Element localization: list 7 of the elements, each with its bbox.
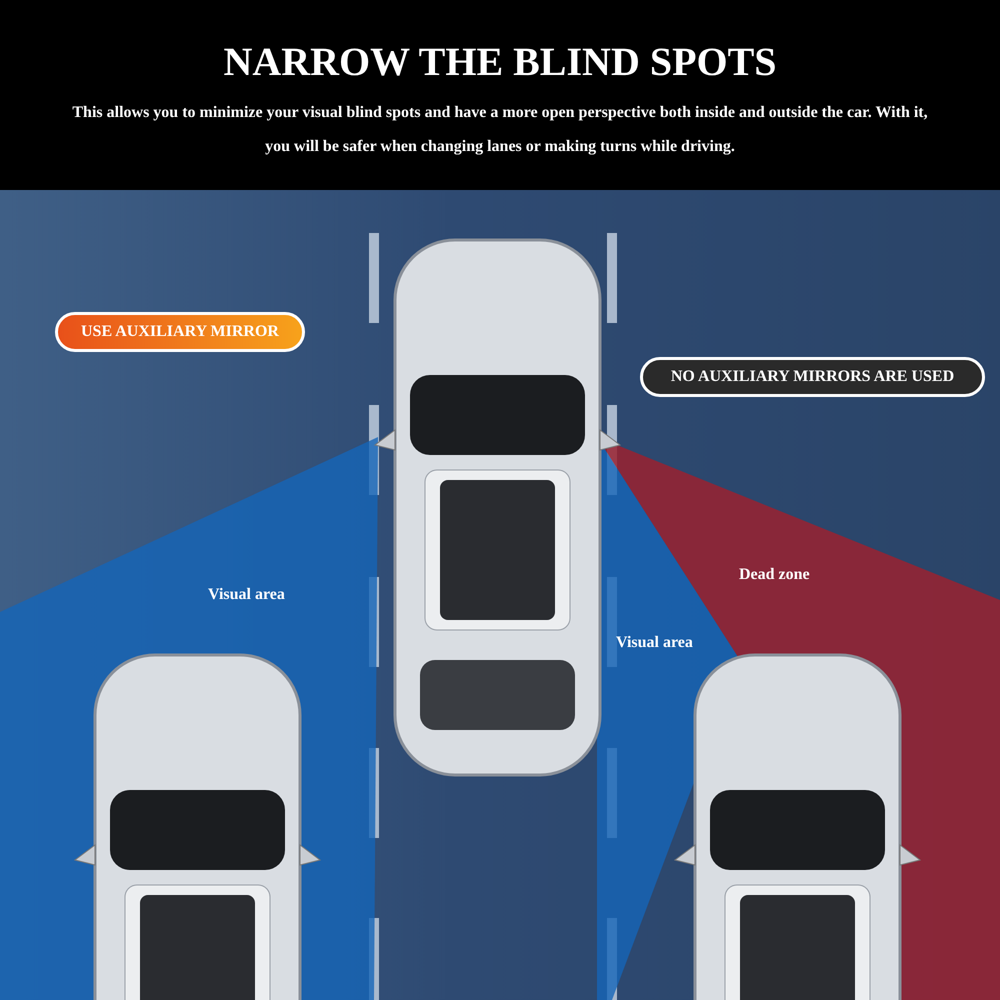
zone-label: Visual area — [208, 586, 285, 604]
zone-label: Visual area — [616, 634, 693, 652]
zone-label: Dead zone — [739, 566, 810, 584]
heading: NARROW THE BLIND SPOTS — [222, 38, 778, 85]
description-text: This allows you to minimize your visual blind spots and have a more open perspective both inside and outside the car. With it, you will be safer when changing lanes or making turns while driving. — [71, 103, 929, 157]
label-badge: NO AUXILIARY MIRRORS ARE USED — [640, 357, 985, 397]
label-badge: USE AUXILIARY MIRROR — [55, 312, 305, 352]
